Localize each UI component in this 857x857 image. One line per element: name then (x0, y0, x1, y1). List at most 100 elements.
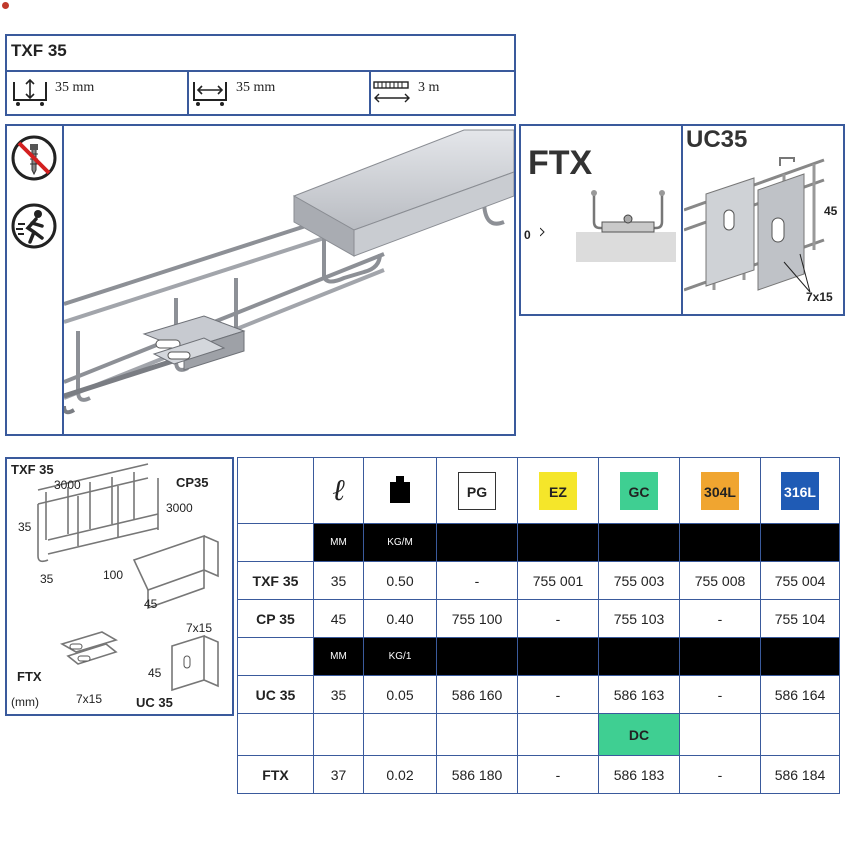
unit-blank (598, 637, 680, 676)
row-kg: 0.40 (363, 599, 437, 638)
ftx-detail-zero: 0 (524, 228, 531, 242)
unit-row: MM KG/1 (237, 637, 840, 676)
finish-code-pg: PG (458, 471, 496, 510)
product-title: TXF 35 (11, 41, 67, 60)
drawing-ftx-hole: 7x15 (76, 692, 103, 706)
table-row: FTX 37 0.02 586 180 - 586 183 - 586 184 (237, 755, 840, 794)
row-304l: - (679, 675, 761, 714)
dc-empty (679, 713, 761, 756)
drawing-cp-height: 45 (144, 597, 158, 611)
drawing-ftx-label: FTX (17, 669, 42, 684)
drawing-uc-height: 45 (148, 666, 162, 680)
row-304l: 755 008 (679, 561, 761, 600)
unit-blank (679, 523, 761, 562)
unit-kgm: KG/M (363, 523, 437, 562)
row-name: FTX (237, 755, 314, 794)
length-value: 3 m (418, 80, 440, 95)
row-name: UC 35 (237, 675, 314, 714)
unit-row: MM KG/M (237, 523, 840, 562)
width-icon (190, 76, 230, 113)
header-empty-cell (237, 457, 314, 524)
drawing-cp-label: CP35 (176, 475, 209, 490)
header-length-cell: ℓ (313, 457, 364, 524)
drawing-txf-width1: 35 (40, 572, 54, 586)
drawing-txf-length: 3000 (54, 478, 81, 492)
length-icon (372, 78, 412, 111)
drawing-cp-length: 3000 (166, 501, 193, 515)
uc-detail-hole: 7x15 (806, 290, 833, 304)
unit-blank (679, 637, 761, 676)
row-mm: 35 (313, 675, 364, 714)
drawing-illustration (8, 460, 232, 719)
unit-kg1: KG/1 (363, 637, 437, 676)
corner-mark-icon (2, 2, 9, 9)
finish-cell-pg: PG (436, 457, 518, 524)
row-ez: 755 001 (517, 561, 599, 600)
weight-icon (390, 476, 410, 503)
product-header (5, 34, 516, 116)
header-weight-cell (363, 457, 437, 524)
finish-cell-gc: GC (598, 457, 680, 524)
unit-blank (436, 637, 518, 676)
ftx-detail-label: FTX (528, 144, 593, 182)
unit-blank (598, 523, 680, 562)
row-gc: 586 163 (598, 675, 680, 714)
finish-code-ez: EZ (539, 471, 577, 510)
row-mm: 45 (313, 599, 364, 638)
technical-drawing-panel (5, 457, 234, 716)
unit-blank (517, 523, 599, 562)
table-row: TXF 35 35 0.50 - 755 001 755 003 755 008… (237, 561, 840, 600)
row-pg: 586 160 (436, 675, 518, 714)
quick-install-icon (10, 202, 58, 255)
unit-blank (517, 637, 599, 676)
uc-detail-dim-45: 45 (824, 204, 838, 218)
finish-cell-316l: 316L (760, 457, 840, 524)
drawing-uc-hole: 7x15 (186, 621, 213, 635)
row-mm: 37 (313, 755, 364, 794)
drawing-txf-width2: 100 (103, 568, 124, 582)
dc-row: DC (237, 713, 840, 756)
dc-empty (237, 713, 314, 756)
unit-empty (237, 637, 314, 676)
row-kg: 0.50 (363, 561, 437, 600)
unit-mm: MM (313, 637, 364, 676)
finish-code-316l: 316L (781, 471, 819, 510)
height-value: 35 mm (55, 80, 95, 95)
row-mm: 35 (313, 561, 364, 600)
finish-cell-304l: 304L (679, 457, 761, 524)
row-kg: 0.05 (363, 675, 437, 714)
table-row: UC 35 35 0.05 586 160 - 586 163 - 586 16… (237, 675, 840, 714)
row-ez: - (517, 675, 599, 714)
drawing-uc-label: UC 35 (136, 695, 173, 710)
tray-illustration (62, 75, 515, 439)
row-pg: 586 180 (436, 755, 518, 794)
width-value: 35 mm (236, 80, 276, 95)
row-ez: - (517, 755, 599, 794)
height-icon (10, 76, 50, 113)
drawing-txf-height: 35 (18, 520, 32, 534)
row-gc: 755 003 (598, 561, 680, 600)
row-316l: 586 164 (760, 675, 840, 714)
uc-detail-label: UC35 (686, 126, 748, 153)
row-name: CP 35 (237, 599, 314, 638)
table-row: CP 35 45 0.40 755 100 - 755 103 - 755 10… (237, 599, 840, 638)
row-pg: 755 100 (436, 599, 518, 638)
drawing-txf-label: TXF 35 (11, 462, 54, 477)
row-316l: 755 104 (760, 599, 840, 638)
row-pg: - (436, 561, 518, 600)
finish-cell-ez: EZ (517, 457, 599, 524)
dc-empty (517, 713, 599, 756)
unit-blank (760, 523, 840, 562)
row-kg: 0.02 (363, 755, 437, 794)
dc-empty (436, 713, 518, 756)
row-304l: - (679, 599, 761, 638)
dc-empty (363, 713, 437, 756)
unit-mm: MM (313, 523, 364, 562)
row-316l: 755 004 (760, 561, 840, 600)
row-gc: 755 103 (598, 599, 680, 638)
ftx-detail-illustration (539, 186, 680, 273)
dc-empty (760, 713, 840, 756)
spec-table: ℓ PG EZ GC 304L 316L MM KG/M TXF 35 35 0… (237, 457, 840, 794)
row-gc: 586 183 (598, 755, 680, 794)
unit-empty (237, 523, 314, 562)
